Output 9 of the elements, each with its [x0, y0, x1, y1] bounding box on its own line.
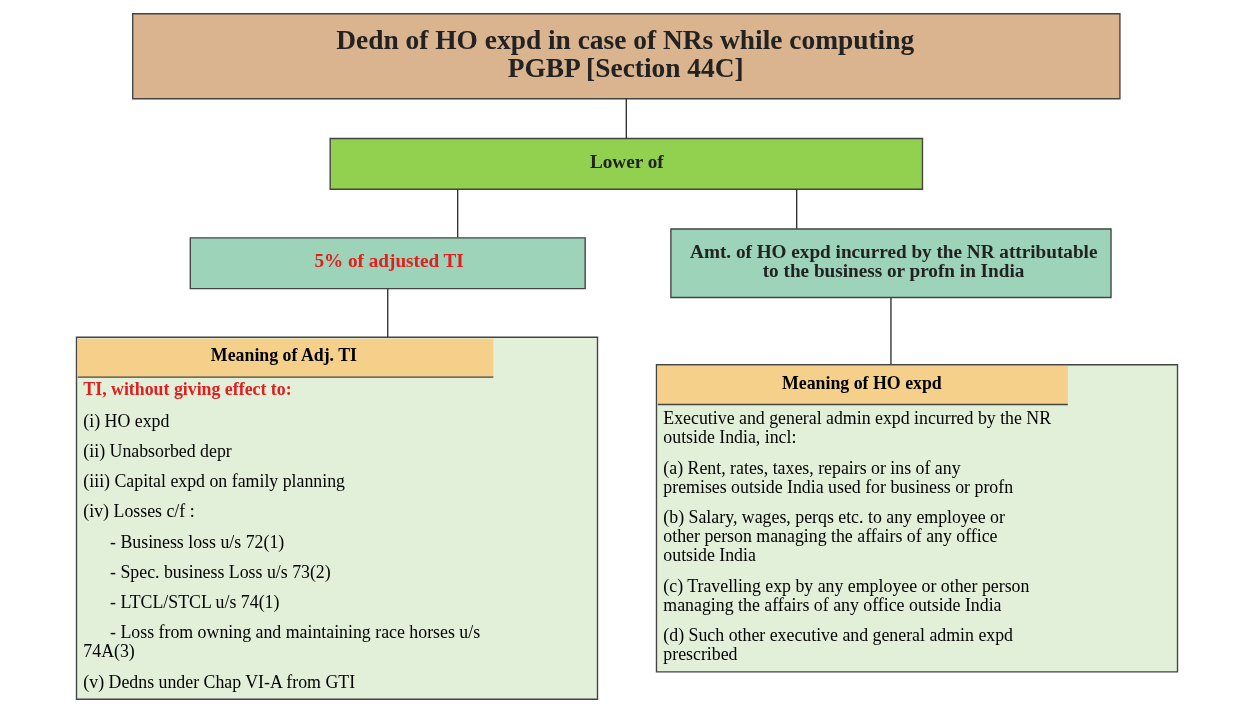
connector	[796, 188, 798, 230]
connector	[625, 98, 627, 140]
connector	[890, 296, 892, 365]
connector	[456, 188, 459, 239]
connector	[387, 287, 389, 338]
node-box: 5% of adjusted TI	[189, 237, 586, 290]
node-box: Dedn of HO expd in case of NRs while computing PGBP [Section 44C]	[132, 13, 1121, 100]
node-box: Amt. of HO expd incurred by the NR attributable to the business or profn in India	[670, 228, 1112, 299]
node-box: Lower of	[329, 137, 924, 190]
